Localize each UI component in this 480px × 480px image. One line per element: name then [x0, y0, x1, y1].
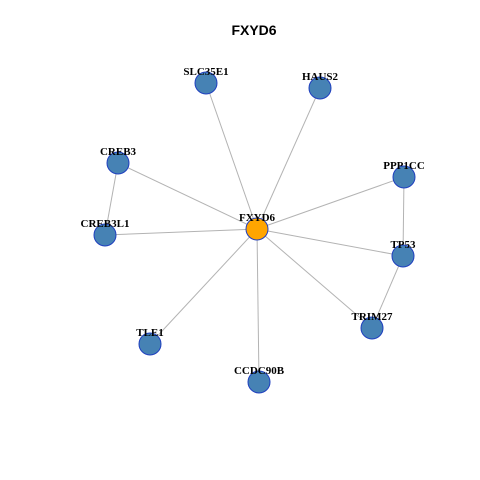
- node-creb3l1: CREB3L1: [81, 218, 130, 247]
- node-trim27: TRIM27: [352, 311, 393, 340]
- edge-fxyd6-trim27: [256, 228, 373, 329]
- node-tle1: TLE1: [136, 327, 164, 356]
- node-label-tle1: TLE1: [136, 327, 164, 339]
- node-label-trim27: TRIM27: [352, 311, 393, 323]
- node-label-slc35e1: SLC35E1: [183, 66, 228, 78]
- edge-fxyd6-haus2: [256, 87, 321, 230]
- node-circle-tp53: [391, 244, 415, 268]
- node-creb3: CREB3: [100, 146, 137, 175]
- node-ccdc90b: CCDC90B: [234, 365, 285, 394]
- node-circle-creb3: [106, 151, 130, 175]
- node-ppp1cc: PPP1CC: [383, 160, 425, 189]
- edge-fxyd6-tle1: [149, 228, 258, 345]
- edges-layer: [104, 82, 405, 383]
- node-label-fxyd6: FXYD6: [239, 212, 276, 224]
- node-circle-haus2: [308, 76, 332, 100]
- node-circle-tle1: [138, 332, 162, 356]
- edge-fxyd6-creb3: [117, 162, 258, 230]
- edge-tp53-trim27: [371, 255, 404, 329]
- edge-ppp1cc-tp53: [402, 176, 405, 257]
- node-haus2: HAUS2: [302, 71, 339, 100]
- node-label-haus2: HAUS2: [302, 71, 339, 83]
- node-label-ccdc90b: CCDC90B: [234, 365, 285, 377]
- node-circle-trim27: [360, 316, 384, 340]
- node-slc35e1: SLC35E1: [183, 66, 229, 95]
- node-circle-fxyd6: [245, 217, 269, 241]
- node-circle-ccdc90b: [247, 370, 271, 394]
- edge-fxyd6-creb3l1: [104, 228, 258, 236]
- node-label-creb3l1: CREB3L1: [81, 218, 130, 230]
- node-label-ppp1cc: PPP1CC: [383, 160, 425, 172]
- node-label-tp53: TP53: [390, 239, 416, 251]
- graph-title: FXYD6: [231, 22, 276, 38]
- edge-creb3-creb3l1: [104, 162, 119, 236]
- node-label-creb3: CREB3: [100, 146, 137, 158]
- edge-fxyd6-tp53: [256, 228, 404, 257]
- node-tp53: TP53: [390, 239, 416, 268]
- node-circle-ppp1cc: [392, 165, 416, 189]
- edge-fxyd6-slc35e1: [205, 82, 258, 230]
- node-fxyd6: FXYD6: [239, 212, 276, 241]
- node-circle-slc35e1: [194, 71, 218, 95]
- edge-fxyd6-ccdc90b: [256, 228, 260, 383]
- node-circle-creb3l1: [93, 223, 117, 247]
- edge-fxyd6-ppp1cc: [256, 176, 405, 230]
